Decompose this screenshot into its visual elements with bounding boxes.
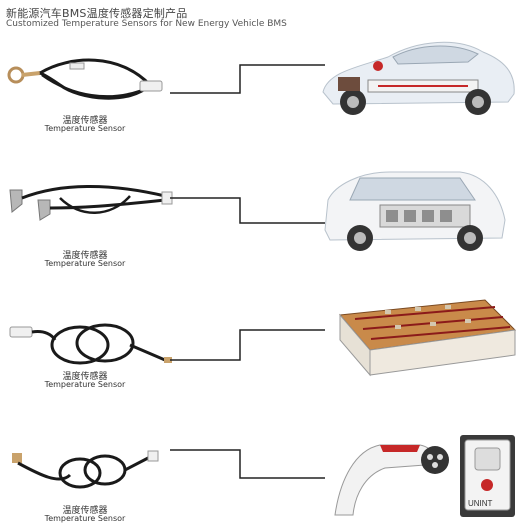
sensor-label-en: Temperature Sensor [44, 259, 126, 268]
connector-line [170, 197, 325, 224]
page-subtitle: Customized Temperature Sensors for New E… [6, 19, 287, 29]
sensor-label-en: Temperature Sensor [44, 124, 126, 133]
ev-charger-image: UNINT [334, 435, 515, 517]
sensor-coil-image [12, 450, 159, 489]
sensor-label-cn: 温度传感器 [62, 116, 108, 126]
sensor-label-cn: 温度传感器 [62, 251, 108, 261]
connector-line [170, 449, 325, 479]
sensor-ring-lug-image [7, 58, 163, 100]
sensor-label-cn: 温度传感器 [62, 372, 108, 382]
charger-brand: UNINT [468, 499, 493, 508]
car-cutaway-image [322, 41, 515, 115]
connector-line [170, 64, 325, 94]
connector-line [170, 329, 325, 361]
suv-cutaway-image [324, 171, 506, 251]
sensor-label-cn: 温度传感器 [62, 506, 108, 516]
sensor-label-en: Temperature Sensor [44, 380, 126, 389]
sensor-coil-image [9, 323, 172, 365]
sensor-label-en: Temperature Sensor [44, 514, 126, 523]
page-title: 新能源汽车BMS温度传感器定制产品 [6, 7, 188, 20]
sensor-bracket-image [9, 185, 173, 221]
battery-pack-image [338, 299, 517, 377]
